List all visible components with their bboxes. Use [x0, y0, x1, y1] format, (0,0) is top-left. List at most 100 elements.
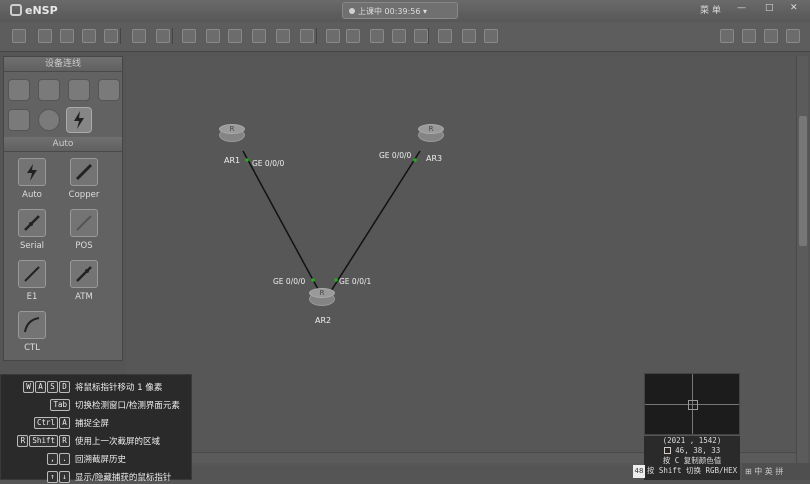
device-sidebar: 设备连线 Auto Auto Copper Serial POS E1 ATM …: [3, 56, 123, 361]
key-cap: Tab: [50, 399, 70, 411]
open-icon[interactable]: [38, 29, 52, 43]
cable-label-pos: POS: [75, 241, 93, 251]
delete-icon[interactable]: [228, 29, 242, 43]
atm-cable-icon[interactable]: [70, 260, 98, 288]
chat-icon[interactable]: [720, 29, 734, 43]
clear-icon[interactable]: [252, 29, 266, 43]
e1-cable-icon[interactable]: [18, 260, 46, 288]
firewall-category-icon[interactable]: [98, 79, 120, 101]
auto-cable-icon[interactable]: [18, 158, 46, 186]
magnifier-preview: [644, 373, 740, 435]
wireless-category-icon[interactable]: [68, 79, 90, 101]
key-cap: ↑: [47, 471, 58, 483]
pos-cable-icon[interactable]: [70, 209, 98, 237]
status-dropdown[interactable]: 上课中 00:39:56 ▾: [342, 2, 458, 19]
capture-topology-icon[interactable]: [742, 29, 756, 43]
print-icon[interactable]: [104, 29, 118, 43]
minimize-button[interactable]: —: [737, 3, 746, 13]
topology-icon[interactable]: [414, 29, 428, 43]
cli-icon[interactable]: [392, 29, 406, 43]
port-label-ar3: GE 0/0/0: [379, 151, 412, 160]
save-icon[interactable]: [60, 29, 74, 43]
ctl-cable-icon[interactable]: [18, 311, 46, 339]
capture-icon[interactable]: [370, 29, 384, 43]
shortcut-description: 回溯截屏历史: [75, 455, 127, 465]
ensp-logo-icon: [10, 4, 22, 16]
help-icon[interactable]: [786, 29, 800, 43]
menu-button[interactable]: 菜 单: [700, 6, 721, 16]
new-topology-icon[interactable]: [12, 29, 26, 43]
shortcut-description: 使用上一次截屏的区域: [75, 437, 161, 447]
copy-hint: 按 C 复制颜色值: [662, 456, 722, 465]
status-text: 上课中 00:39:56: [358, 7, 421, 16]
window-settings-icon[interactable]: [764, 29, 778, 43]
shortcut-description: 将鼠标指针移动 1 像素: [75, 383, 163, 393]
rgb-readout: 46, 38, 33: [644, 446, 740, 456]
router-ar2[interactable]: R: [309, 288, 335, 308]
undo-icon[interactable]: [132, 29, 146, 43]
move-icon[interactable]: [206, 29, 220, 43]
stop-all-icon[interactable]: [346, 29, 360, 43]
port-dot: [311, 278, 315, 282]
port-label-ar2-g1: GE 0/0/1: [339, 277, 372, 286]
node-label-ar3: AR3: [426, 154, 443, 163]
shortcut-description: 切换检测窗口/检测界面元素: [75, 401, 180, 411]
key-cap: A: [59, 417, 70, 429]
start-all-icon[interactable]: [326, 29, 340, 43]
port-dot: [413, 158, 417, 162]
key-cap: S: [47, 381, 58, 393]
select-icon[interactable]: [182, 29, 196, 43]
link-layer: [242, 150, 421, 292]
help-icon[interactable]: [484, 29, 498, 43]
save-as-icon[interactable]: [82, 29, 96, 43]
devices-header: 设备连线: [4, 57, 122, 72]
pc-category-icon[interactable]: [8, 109, 30, 131]
router-icon: R: [418, 124, 444, 134]
console-icon[interactable]: [438, 29, 452, 43]
shortcut-row: ↑↓显示/隐藏捕获的鼠标指针: [7, 470, 189, 484]
shortcut-description: 显示/隐藏捕获的鼠标指针: [75, 473, 172, 483]
text-icon[interactable]: [276, 29, 290, 43]
toolbar-separator: [120, 28, 121, 44]
router-category-icon[interactable]: [8, 79, 30, 101]
copper-cable-icon[interactable]: [70, 158, 98, 186]
node-label-ar1: AR1: [224, 156, 241, 165]
serial-cable-icon[interactable]: [18, 209, 46, 237]
draw-icon[interactable]: [300, 29, 314, 43]
key-cap: .: [59, 453, 70, 465]
zoom-indicator: 48: [633, 465, 645, 478]
router-icon: R: [309, 288, 335, 298]
toolbar-separator: [428, 28, 429, 44]
taskbar-tray: ⊞ 中 英 拼: [742, 463, 810, 480]
cable-label-ctl: CTL: [24, 343, 40, 353]
device-row: [8, 79, 120, 105]
crosshair-center: [688, 400, 698, 410]
key-cap: Shift: [29, 435, 58, 447]
router-ar1[interactable]: R: [219, 124, 245, 144]
cable-label-serial: Serial: [19, 241, 45, 251]
node-label-ar2: AR2: [315, 316, 332, 325]
maximize-button[interactable]: □: [765, 3, 774, 13]
close-button[interactable]: ✕: [790, 3, 798, 13]
port-dot: [245, 158, 249, 162]
settings-icon[interactable]: [462, 29, 476, 43]
router-ar3[interactable]: R: [418, 124, 444, 144]
cloud-category-icon[interactable]: [38, 109, 60, 131]
cable-category-icon[interactable]: [66, 107, 92, 133]
scrollbar-thumb[interactable]: [799, 116, 807, 246]
link-ar3-ar2: [330, 150, 421, 292]
shortcut-description: 捕捉全屏: [75, 419, 110, 429]
horizontal-scrollbar[interactable]: [126, 452, 796, 463]
vertical-scrollbar[interactable]: [796, 56, 808, 466]
switch-category-icon[interactable]: [38, 79, 60, 101]
shortcut-row: Tab 切换检测窗口/检测界面元素: [7, 398, 189, 412]
key-cap: D: [59, 381, 70, 393]
key-cap: Ctrl: [33, 417, 58, 429]
redo-icon[interactable]: [156, 29, 170, 43]
